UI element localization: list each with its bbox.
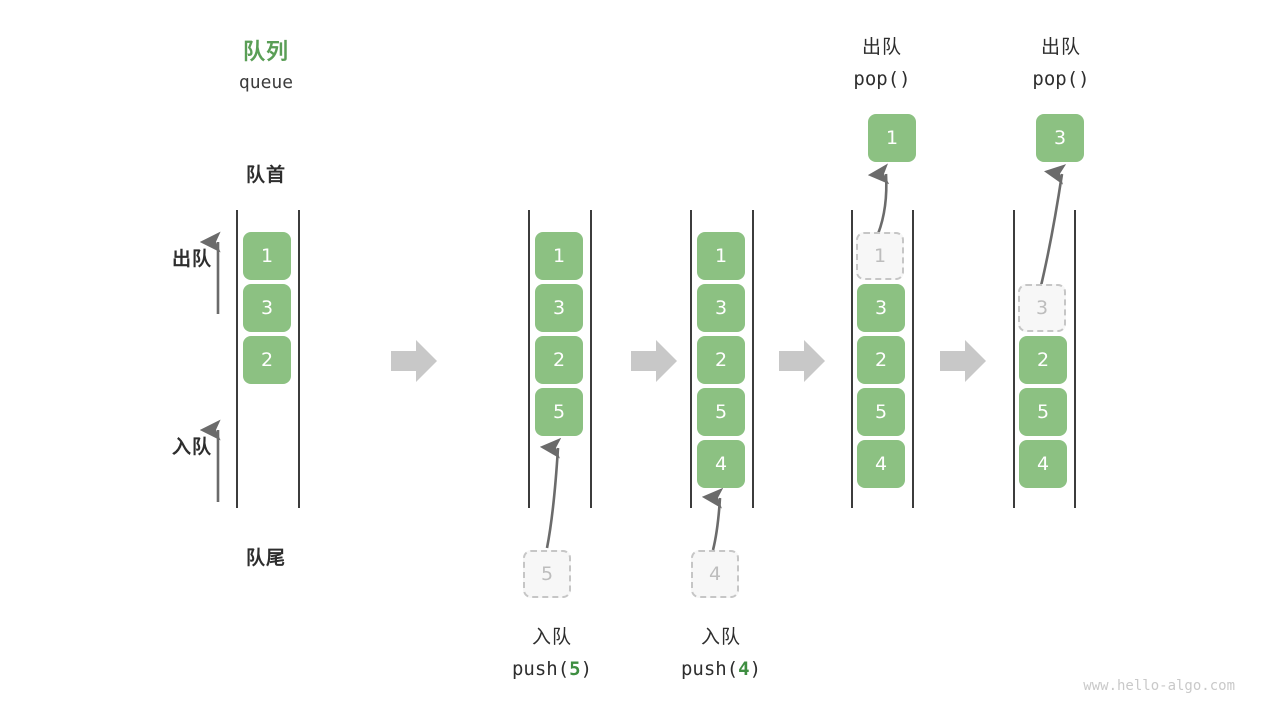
transition-arrow-icon <box>779 340 825 382</box>
rail-left <box>528 210 530 508</box>
rail-left <box>236 210 238 508</box>
queue-cell: 3 <box>243 284 291 332</box>
queue-cell: 3 <box>535 284 583 332</box>
pop-label-cn: 出队 <box>1040 36 1081 58</box>
pop-label-code: pop() <box>1032 68 1090 90</box>
queue-title-en: queue <box>238 72 294 93</box>
vacated-ghost-cell: 1 <box>856 232 904 280</box>
push-label-code: push(4) <box>680 658 762 680</box>
pop-label-code: pop() <box>853 68 911 90</box>
transition-arrow-icon <box>940 340 986 382</box>
queue-cell: 2 <box>857 336 905 384</box>
rail-left <box>690 210 692 508</box>
transition-arrow-icon <box>391 340 437 382</box>
watermark: www.hello-algo.com <box>1083 678 1235 694</box>
queue-title-cn: 队列 <box>242 40 289 65</box>
incoming-ghost-cell: 5 <box>523 550 571 598</box>
queue-cell-new: 5 <box>535 388 583 436</box>
queue-cell: 2 <box>243 336 291 384</box>
push-arrow-icon <box>701 487 724 551</box>
incoming-ghost-cell: 4 <box>691 550 739 598</box>
pop-arrow-icon <box>1038 164 1067 291</box>
queue-cell: 2 <box>535 336 583 384</box>
rail-right <box>298 210 300 508</box>
queue-cell: 3 <box>697 284 745 332</box>
rail-right <box>590 210 592 508</box>
queue-cell: 5 <box>1019 388 1067 436</box>
queue-cell-new: 4 <box>697 440 745 488</box>
pop-label-cn: 出队 <box>861 36 902 58</box>
queue-tail-label: 队尾 <box>245 547 286 569</box>
push-arrow-icon <box>539 437 562 549</box>
dequeue-direction-label: 出队 <box>171 248 212 270</box>
popped-cell: 3 <box>1036 114 1084 162</box>
enqueue-direction-label: 入队 <box>171 436 212 458</box>
dequeue-direction-arrow-icon <box>199 231 221 314</box>
rail-right <box>752 210 754 508</box>
rail-right <box>912 210 914 508</box>
queue-cell: 1 <box>243 232 291 280</box>
rail-left <box>851 210 853 508</box>
vacated-ghost-cell: 3 <box>1018 284 1066 332</box>
push-label-code: push(5) <box>511 658 593 680</box>
queue-cell: 5 <box>857 388 905 436</box>
pop-arrow-icon <box>867 163 890 235</box>
popped-cell: 1 <box>868 114 916 162</box>
queue-cell: 5 <box>697 388 745 436</box>
transition-arrow-icon <box>631 340 677 382</box>
queue-head-label: 队首 <box>245 164 286 186</box>
queue-cell: 1 <box>535 232 583 280</box>
rail-right <box>1074 210 1076 508</box>
push-label-cn: 入队 <box>700 626 741 648</box>
queue-cell: 4 <box>857 440 905 488</box>
queue-cell: 1 <box>697 232 745 280</box>
push-label-cn: 入队 <box>531 626 572 648</box>
queue-cell: 4 <box>1019 440 1067 488</box>
enqueue-direction-arrow-icon <box>199 419 221 502</box>
queue-cell: 2 <box>1019 336 1067 384</box>
queue-cell: 3 <box>857 284 905 332</box>
rail-left <box>1013 210 1015 508</box>
queue-cell: 2 <box>697 336 745 384</box>
